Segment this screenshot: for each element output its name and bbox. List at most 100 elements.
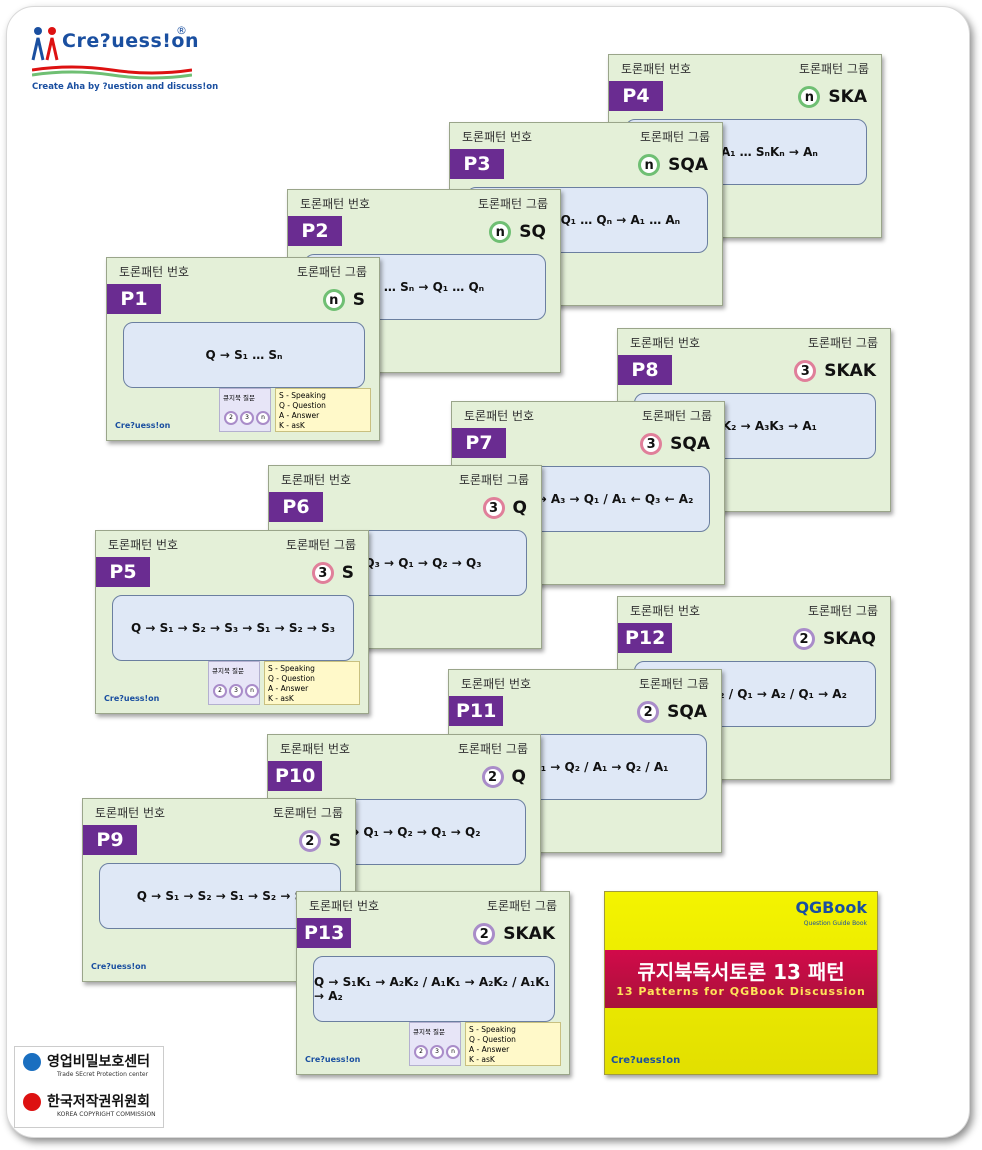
card-brand: Cre?uess!on [115,421,171,430]
people-icon [31,27,59,61]
pattern-group-label: 토론패턴 그룹 [807,336,878,350]
qgbook-cover[interactable]: QGBook Question Guide Book 큐지북독서토론 13 패턴… [604,891,878,1075]
mini-dot: n [245,684,259,698]
pattern-group-label: 토론패턴 그룹 [477,197,548,211]
legend-line: K - asK [469,1055,495,1064]
mini-dot: 2 [414,1045,428,1059]
group-code: SKAQ [822,629,876,649]
group-code: SKAK [824,361,876,381]
pattern-group-label: 토론패턴 그룹 [458,473,529,487]
legend-line: S - Speaking [268,664,315,673]
qgbook-brand: QGBook [795,898,867,917]
pattern-badge: P9 [83,825,137,855]
mini-dot: 3 [229,684,243,698]
trade-secret-logo: 영업비밀보호센터 [23,1051,150,1071]
mini-dot: 2 [213,684,227,698]
ring-icon: n [322,289,345,311]
flow-text: S₁ … Sₙ → Q₁ … Qₙ [365,280,485,294]
flow-text: Q → S₁K₁ → A₂K₂ / A₁K₁ → A₂K₂ / A₁K₁ → A… [314,975,550,1003]
group-indicator: 2 SKAQ [792,625,876,653]
trade-secret-name: 영업비밀보호센터 [47,1054,151,1070]
pattern-badge: P7 [452,428,506,458]
pattern-group-label: 토론패턴 그룹 [486,899,557,913]
brand-name: Cre?uess!on [62,30,199,52]
trade-secret-icon [23,1053,41,1071]
letter-legend: S - Speaking Q - Question A - Answer K -… [275,388,371,432]
pattern-badge: P13 [297,918,352,948]
pattern-group-label: 토론패턴 그룹 [272,806,343,820]
legend-title: 큐지북 질문 [413,1028,445,1036]
registered-mark: ® [176,24,187,37]
pattern-badge: P4 [609,81,663,111]
pattern-group-label: 토론패턴 그룹 [798,62,869,76]
mini-dot: 2 [224,411,238,425]
pattern-number-label: 토론패턴 번호 [630,336,701,350]
group-code: SQ [519,222,546,242]
legend-line: Q - Question [469,1035,516,1044]
legend-line: Q - Question [279,401,326,410]
mini-dot: n [256,411,270,425]
mini-legend: 큐지북 질문 2 3 n [409,1022,461,1066]
group-code: SQA [667,702,707,722]
card-brand: Cre?uess!on [91,962,147,971]
ring-icon: 2 [473,923,496,945]
brand-tagline: Create Aha by ?uestion and discuss!on [32,82,219,92]
legend-line: S - Speaking [279,391,326,400]
legend-line: A - Answer [279,411,320,420]
pattern-number-label: 토론패턴 번호 [309,899,380,913]
mini-legend: 큐지북 질문 2 3 n [208,661,260,705]
copyright-name: 한국저작권위원회 [47,1094,151,1110]
pattern-badge: P11 [449,696,504,726]
cover-brand: Cre?uess!on [611,1055,681,1066]
pattern-group-label: 토론패턴 그룹 [807,604,878,618]
card-brand: Cre?uess!on [104,694,160,703]
trade-secret-en: Trade SEcret Protection center [57,1071,149,1078]
pattern-number-label: 토론패턴 번호 [630,604,701,618]
pattern-group-label: 토론패턴 그룹 [457,742,528,756]
pattern-group-label: 토론패턴 그룹 [285,538,356,552]
legend-title: 큐지북 질문 [212,667,244,675]
pattern-group-label: 토론패턴 그룹 [296,265,367,279]
flow-text: Q → S₁ → Q₂ / A₁ → Q₂ / A₁ [503,760,669,774]
pattern-number-label: 토론패턴 번호 [108,538,179,552]
group-code: SQA [670,434,710,454]
mini-dot: 3 [240,411,254,425]
flow-box: Q → S₁ … Sₙ [123,322,365,388]
pattern-group-label: 토론패턴 그룹 [639,130,710,144]
copyright-en: KOREA COPYRIGHT COMMISSION [57,1111,156,1118]
ring-icon: 2 [792,628,815,650]
group-code: S [328,831,341,851]
wave-decoration [32,65,192,80]
pattern-number-label: 토론패턴 번호 [621,62,692,76]
mini-dot: n [446,1045,460,1059]
pattern-number-label: 토론패턴 번호 [280,742,351,756]
pattern-badge: P8 [618,355,672,385]
pattern-badge: P3 [450,149,504,179]
partner-logos: 영업비밀보호센터 Trade SEcret Protection center … [14,1046,164,1128]
pattern-number-label: 토론패턴 번호 [281,473,352,487]
legend-line: A - Answer [469,1045,510,1054]
flow-text: Q → S₁ … Sₙ [205,348,283,362]
ring-icon: 3 [482,497,505,519]
legend-line: S - Speaking [469,1025,516,1034]
pattern-number-label: 토론패턴 번호 [464,409,535,423]
qgbook-brand-sub: Question Guide Book [803,920,867,927]
cover-title-band: 큐지북독서토론 13 패턴 13 Patterns for QGBook Dis… [605,950,877,1008]
legend-line: K - asK [279,421,305,430]
mini-dot: 3 [430,1045,444,1059]
brand-logo: Cre?uess!on ® Create Aha by ?uestion and… [30,24,230,96]
mini-legend: 큐지북 질문 2 3 n [219,388,271,432]
